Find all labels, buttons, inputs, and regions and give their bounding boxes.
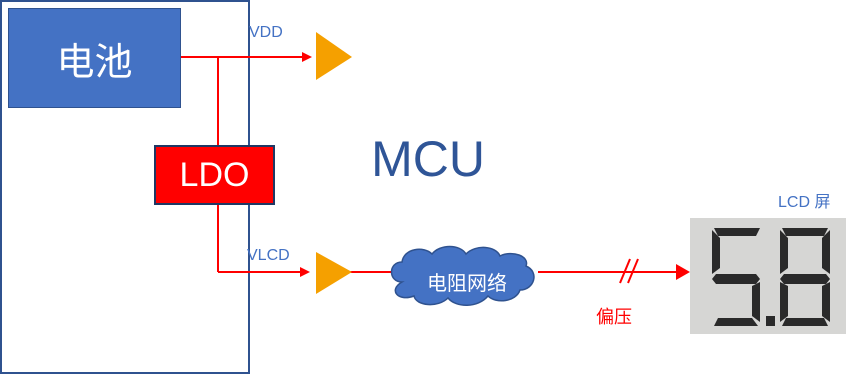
digit-5-upper-left-segment	[712, 230, 720, 274]
decimal-point	[766, 316, 775, 326]
mcu-block: MCU	[0, 0, 485, 374]
digit-8-lower-left-segment	[780, 282, 788, 322]
vdd-label: VDD	[249, 24, 283, 41]
digit-5-lower-right-segment	[752, 282, 760, 322]
mcu-label: MCU	[371, 131, 485, 187]
vlcd-input-triangle	[316, 252, 352, 294]
lcd-digits	[712, 228, 830, 326]
digit-8-middle-segment	[780, 274, 830, 284]
battery-block: 电池	[8, 8, 181, 108]
lcd-screen	[690, 218, 846, 334]
vlcd-label: VLCD	[247, 247, 290, 264]
battery-label: 电池	[56, 39, 133, 84]
ldo-block: LDO	[154, 145, 275, 205]
bus-slash-2	[627, 258, 639, 284]
digit-8-bottom-segment	[782, 318, 828, 326]
bias-label: 偏压	[596, 307, 632, 327]
resistor-network-cloud	[390, 245, 535, 306]
digit-8-upper-left-segment	[780, 230, 788, 274]
digit-8-lower-right-segment	[822, 282, 830, 322]
digit-8-upper-right-segment	[822, 230, 830, 274]
vdd-arrowhead	[302, 52, 312, 62]
digit-5-top-segment	[714, 228, 760, 236]
lcd-screen-label: LCD 屏	[778, 194, 831, 211]
ldo-label: LDO	[179, 155, 250, 194]
digit-5-middle-segment	[712, 274, 760, 284]
resistor-network-label: 电阻网络	[427, 271, 507, 295]
bias-arrowhead	[676, 264, 690, 280]
vdd-input-triangle	[316, 32, 352, 80]
digit-8-top-segment	[782, 228, 828, 236]
bus-slash-1	[619, 258, 631, 284]
vlcd-arrowhead	[300, 267, 310, 277]
digit-5-bottom-segment	[714, 318, 758, 326]
